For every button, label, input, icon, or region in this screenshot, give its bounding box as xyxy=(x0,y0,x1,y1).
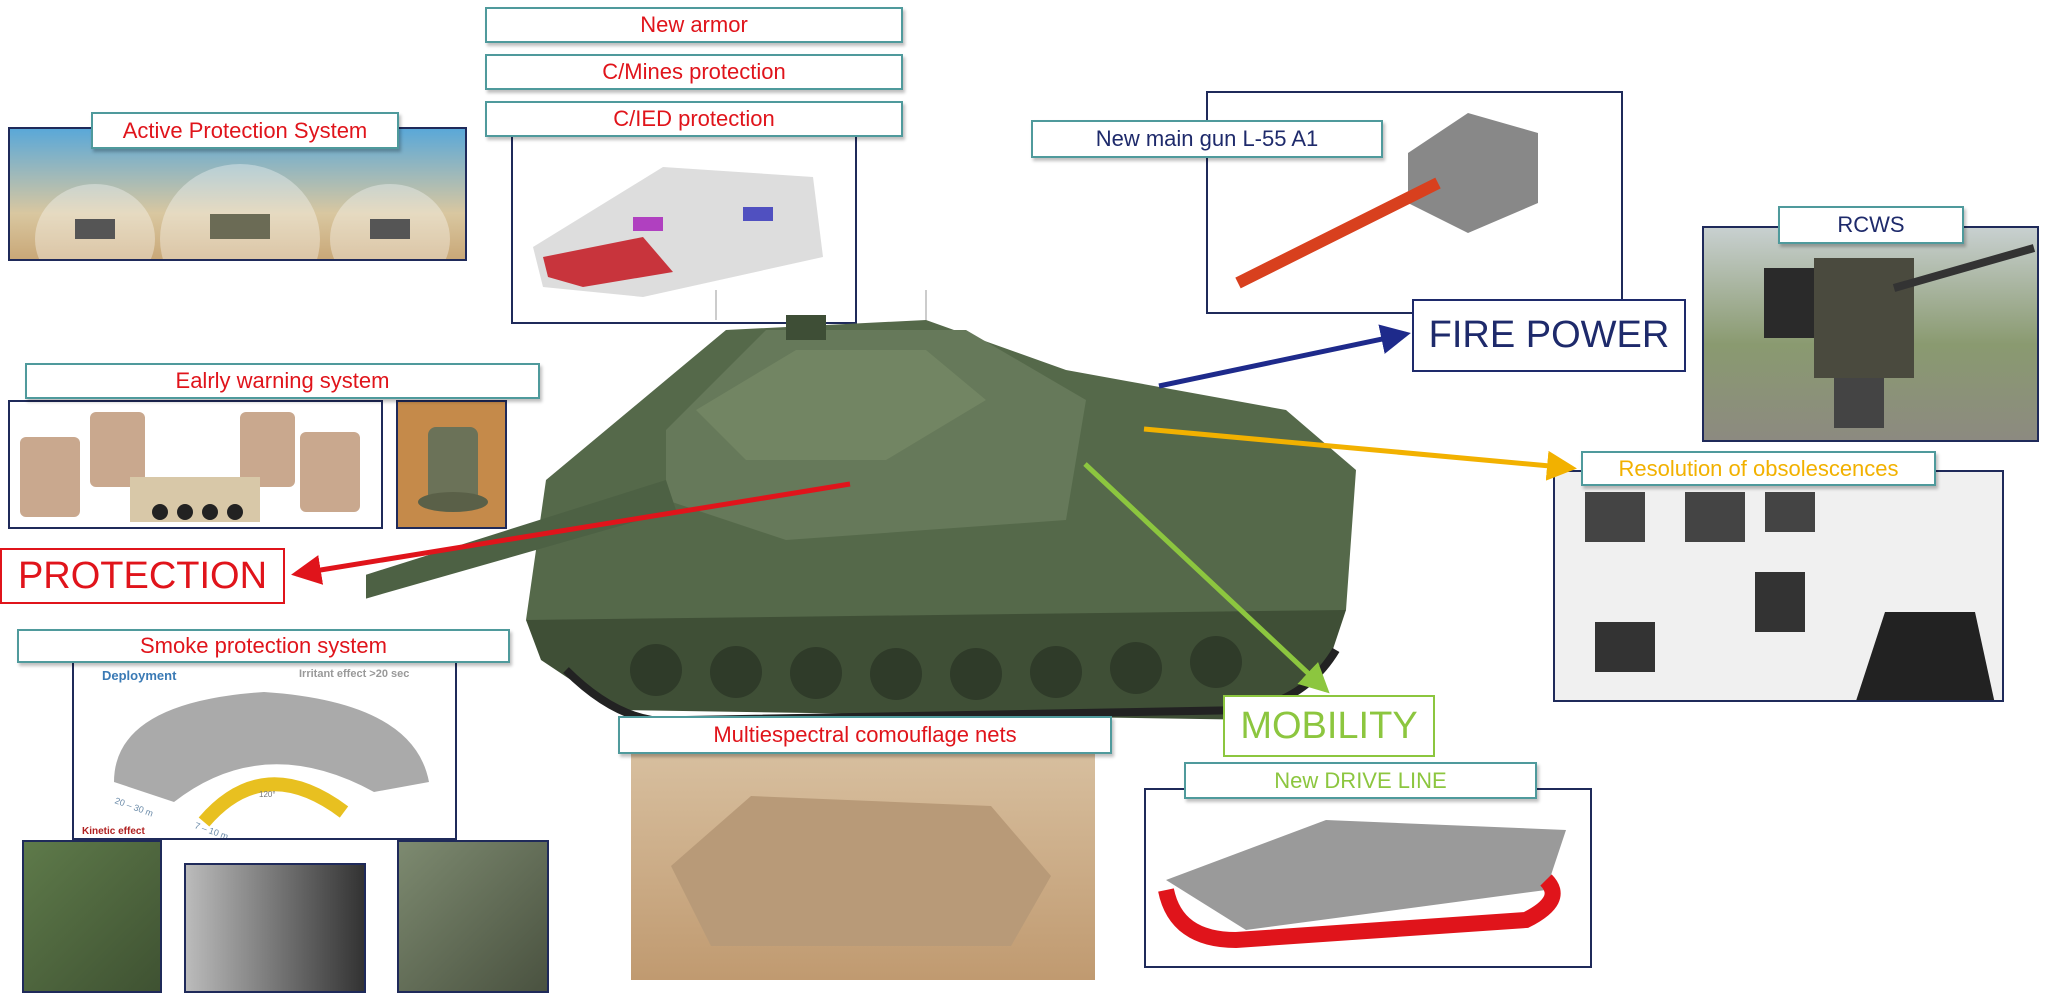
obsolescence-label: Resolution of obsolescences xyxy=(1581,451,1936,486)
irritant-effect-text: Irritant effect >20 sec xyxy=(299,668,410,680)
rcws-image xyxy=(1702,226,2039,442)
fire-power-arrow xyxy=(1158,324,1411,389)
smoke-deployment-diagram: Deployment Irritant effect >20 sec 120° … xyxy=(72,660,457,840)
smoke-protection-label: Smoke protection system xyxy=(17,629,510,663)
mobility-arrow xyxy=(1083,462,1330,694)
early-warning-unit-image xyxy=(396,400,507,529)
armor-image xyxy=(511,135,857,324)
mines-protection-label: C/Mines protection xyxy=(485,54,903,90)
new-armor-label: New armor xyxy=(485,7,903,43)
drive-line-image xyxy=(1144,788,1592,968)
deployment-text: Deployment xyxy=(102,668,177,683)
kinetic-effect-text: Kinetic effect xyxy=(82,826,145,837)
main-gun-label: New main gun L-55 A1 xyxy=(1031,120,1383,158)
smoke-launcher-image-2 xyxy=(184,863,366,993)
drive-line-label: New DRIVE LINE xyxy=(1184,762,1537,799)
aps-label: Active Protection System xyxy=(91,112,399,149)
camouflage-tank-image xyxy=(631,746,1095,980)
rcws-label: RCWS xyxy=(1778,206,1964,244)
leopard-tank-image xyxy=(366,290,1356,726)
mobility-title: MOBILITY xyxy=(1223,695,1435,757)
protection-arrow xyxy=(291,481,851,585)
obsolescence-arrow xyxy=(1143,426,1577,481)
crew-station-image xyxy=(1553,470,2004,702)
smoke-launcher-image-1 xyxy=(22,840,162,993)
angle-text: 120° xyxy=(259,790,276,799)
early-warning-sensors-image xyxy=(8,400,383,529)
camouflage-label: Multiespectral comouflage nets xyxy=(618,716,1112,754)
smoke-launcher-image-3 xyxy=(397,840,549,993)
early-warning-label: Ealrly warning system xyxy=(25,363,540,399)
fire-power-title: FIRE POWER xyxy=(1412,299,1686,372)
protection-title: PROTECTION xyxy=(0,548,285,604)
ied-protection-label: C/IED protection xyxy=(485,101,903,137)
